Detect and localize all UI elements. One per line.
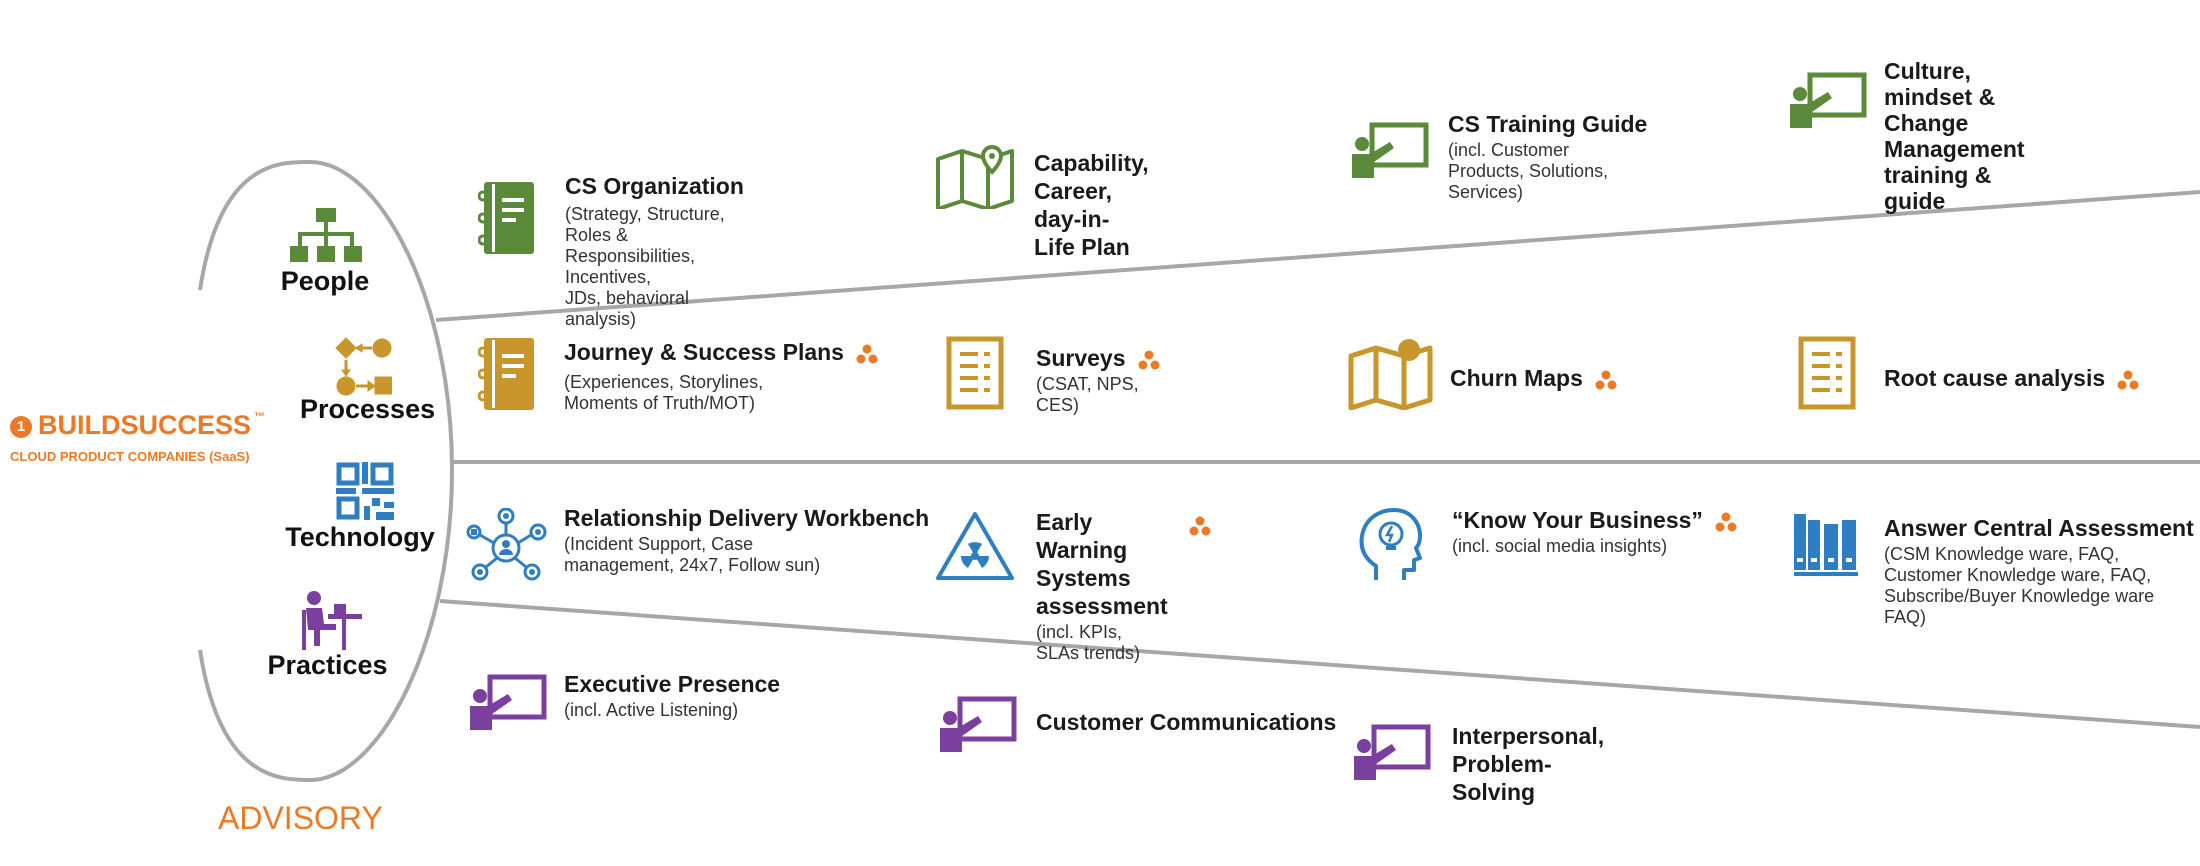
presentation-board-icon (1790, 72, 1867, 128)
advisory-marker-icon (1189, 516, 1211, 536)
item-title: Answer Central Assessment (1884, 515, 2194, 541)
brand-title: BUILDSUCCESS (38, 410, 252, 440)
item-subtitle: (CSAT, NPS, CES) (1036, 374, 1139, 415)
divider-line-people (435, 190, 2200, 322)
item-subtitle: (incl. Active Listening) (564, 700, 739, 720)
presentation-board-icon (1352, 122, 1429, 178)
person-at-desk-icon (302, 591, 362, 650)
item-title: Churn Maps (1450, 365, 1583, 391)
head-lightbulb-icon (1359, 508, 1422, 580)
item-title: Executive Presence (564, 671, 781, 697)
brand-number: 1 (10, 416, 32, 438)
item-subtitle: (CSM Knowledge ware, FAQ, Customer Knowl… (1884, 544, 2155, 627)
warning-triangle-icon (936, 512, 1014, 580)
item-title: Early Warning Systems assessment (1036, 509, 1168, 619)
presentation-board-icon (1354, 724, 1431, 780)
presentation-board-icon (940, 696, 1017, 752)
category-people: People (280, 266, 370, 296)
item-title: Interpersonal, Problem-Solving (1452, 723, 1605, 805)
item-subtitle: (Experiences, Storylines, Moments of Tru… (564, 372, 764, 413)
brand-trademark: ™ (254, 411, 266, 423)
item-title: CS Organization (565, 173, 744, 199)
advisory-marker-icon (1595, 370, 1617, 390)
item-title: CS Training Guide (1448, 111, 1648, 137)
item-title: Relationship Delivery Workbench (564, 505, 930, 531)
org-chart-icon (290, 208, 362, 262)
category-processes: Processes (300, 394, 436, 424)
item-subtitle: (Incident Support, Case management, 24x7… (564, 534, 821, 575)
advisory-marker-icon (1715, 512, 1737, 532)
advisory-label: ADVISORY (218, 800, 383, 836)
item-title: Root cause analysis (1884, 365, 2106, 391)
category-technology: Technology (285, 522, 435, 552)
item-subtitle: (incl. Customer Products, Solutions, Ser… (1448, 140, 1609, 202)
divider-line-practices (439, 599, 2200, 729)
map-icon (936, 145, 1014, 209)
process-flow-icon (335, 337, 392, 396)
map-icon (1348, 339, 1433, 410)
item-title: Capability, Career, day-in-Life Plan (1034, 150, 1149, 260)
brand-subtitle: CLOUD PRODUCT COMPANIES (SaaS) (10, 449, 250, 464)
qr-code-icon (336, 462, 394, 520)
notebook-icon (478, 182, 534, 254)
checklist-icon (1798, 336, 1856, 410)
item-title: Surveys (1036, 345, 1126, 371)
category-practices: Practices (267, 650, 388, 680)
network-hub-icon (466, 508, 547, 581)
advisory-marker-icon (2117, 370, 2139, 390)
checklist-icon (946, 336, 1004, 410)
item-subtitle: (Strategy, Structure, Roles & Responsibi… (565, 204, 725, 329)
item-title: Culture, mindset & Change Management tra… (1884, 58, 2025, 214)
book-stack-icon (1794, 514, 1858, 576)
category-ellipse (198, 159, 455, 783)
presentation-board-icon (470, 674, 547, 730)
item-title: Customer Communications (1036, 709, 1337, 735)
item-title: Journey & Success Plans (564, 339, 844, 365)
item-title: “Know Your Business” (1452, 507, 1703, 533)
item-subtitle: (incl. social media insights) (1452, 536, 1668, 556)
notebook-icon (478, 338, 534, 410)
advisory-marker-icon (856, 344, 878, 364)
item-subtitle: (incl. KPIs, SLAs trends) (1036, 622, 1141, 663)
advisory-marker-icon (1138, 350, 1160, 370)
